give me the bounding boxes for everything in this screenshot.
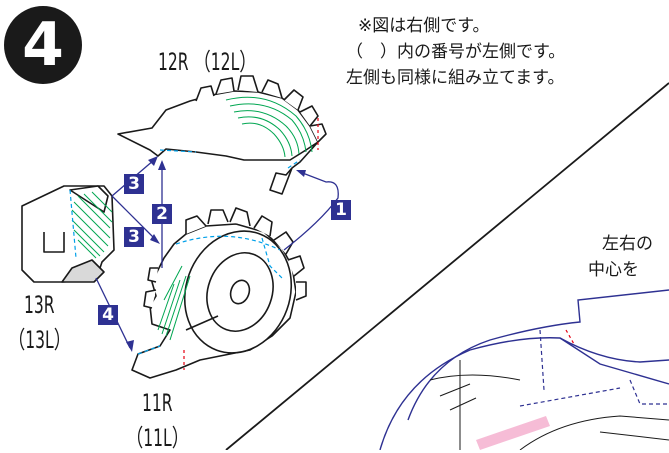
part-label-11r: 11R [142, 389, 173, 417]
arrow-heads [126, 156, 306, 352]
arrow-3-lower [111, 195, 157, 241]
part-11-glue-lines [157, 265, 191, 341]
tag-2: 2 [152, 204, 172, 224]
tag-3-lower: 3 [124, 227, 144, 247]
panel-divider-line [225, 82, 669, 450]
step-number: 4 [22, 10, 64, 80]
car-body-fold-lines [519, 329, 669, 407]
part-label-13r: 13R [24, 291, 55, 319]
part-11-shape [131, 207, 307, 379]
part-12-glue-lines [225, 96, 313, 158]
part-13-fold-line [69, 189, 77, 259]
tag-3-upper: 3 [124, 174, 144, 194]
car-body-detail [429, 360, 669, 450]
note-line-2: （ ）内の番号が左側です。 [346, 42, 566, 62]
arrow-1 [283, 171, 339, 251]
note-line-3: 左側も同様に組み立てます。 [346, 68, 565, 88]
tag-4: 4 [98, 305, 118, 325]
car-body-fragment [379, 289, 669, 450]
part-12-shape [117, 75, 327, 195]
pink-glue-area [476, 416, 550, 450]
tag-1: 1 [331, 200, 351, 220]
part-12-fold-lines [159, 149, 301, 169]
part-label-11l: （11L） [126, 424, 189, 452]
step-number-badge: 4 [4, 6, 82, 84]
part-label-12: 12R （12L） [158, 48, 257, 76]
part-11-fold-lines [137, 235, 283, 355]
part-13-glue-lines [71, 191, 113, 259]
right-note-line-1: 左右の [602, 234, 653, 254]
right-note-line-2: 中心を [588, 260, 639, 280]
part-label-13l: （13L） [8, 326, 71, 354]
car-body-cut-line [565, 329, 575, 345]
note-line-1: ※図は右側です。 [358, 16, 490, 36]
